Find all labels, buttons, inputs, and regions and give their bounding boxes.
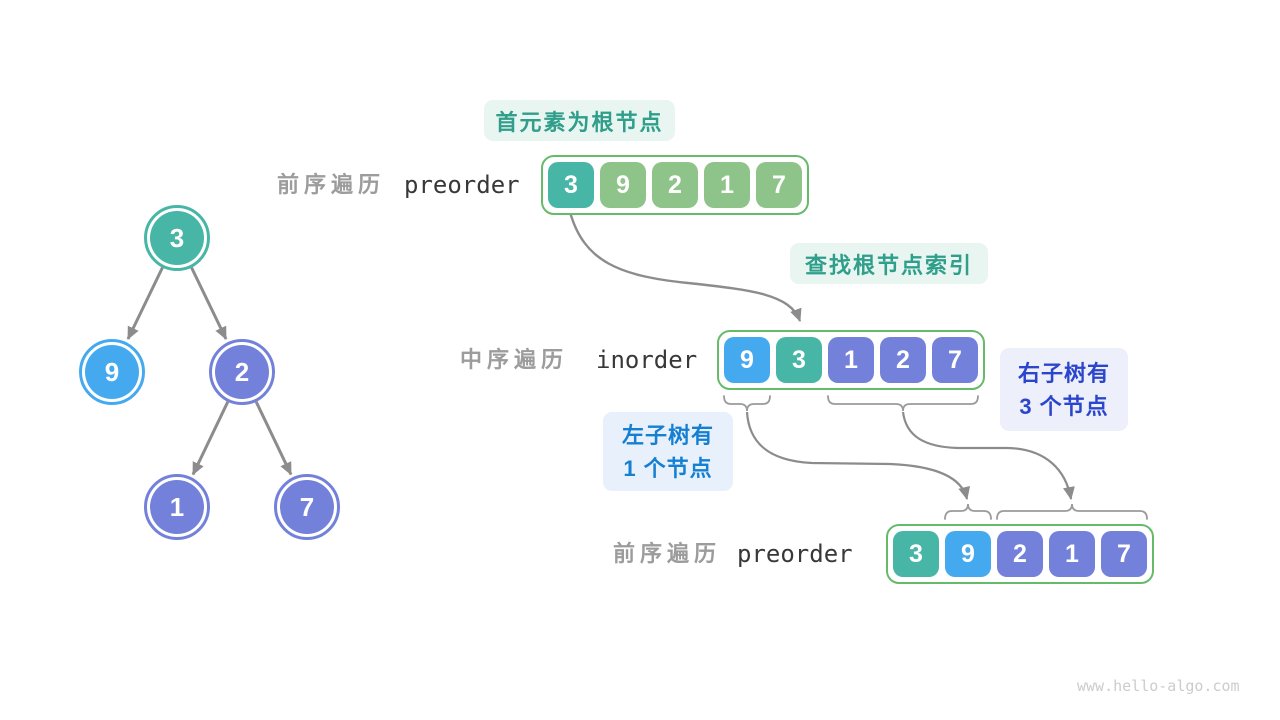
- badge-root-hint: 首元素为根节点: [484, 100, 675, 141]
- brace-inorder-left-subtree: [723, 395, 771, 412]
- row-label-preorder-top-en: preorder: [404, 171, 520, 199]
- badge-find-root-index: 查找根节点索引: [790, 243, 988, 284]
- array-inorder: 9 3 1 2 7: [717, 330, 985, 390]
- array-cell: 9: [600, 162, 646, 208]
- tree-edge-2-7: [254, 401, 293, 476]
- row-label-inorder-zh: 中序遍历: [460, 347, 569, 372]
- brace-inorder-right-subtree: [827, 395, 979, 412]
- array-cell: 1: [1049, 531, 1095, 577]
- array-cell: 1: [704, 162, 750, 208]
- array-cell: 1: [828, 337, 874, 383]
- brace-preorder-left-subtree: [944, 503, 992, 520]
- array-preorder-bottom: 3 9 2 1 7: [886, 524, 1154, 584]
- badge-right-subtree-line1: 右子树有: [1017, 360, 1110, 386]
- tree-node-right-child: 2: [209, 339, 275, 405]
- array-cell: 7: [932, 337, 978, 383]
- row-label-inorder-en: inorder: [596, 346, 698, 374]
- badge-right-subtree-line2: 3 个节点: [1019, 393, 1109, 419]
- array-cell: 3: [548, 162, 594, 208]
- tree-node-left-child: 9: [79, 339, 145, 405]
- arrow-left-subtree-mapping: [745, 411, 971, 500]
- array-cell: 2: [997, 531, 1043, 577]
- array-cell: 3: [893, 531, 939, 577]
- brace-preorder-right-subtree: [996, 503, 1148, 520]
- array-preorder-top: 3 9 2 1 7: [541, 155, 809, 215]
- badge-right-subtree-count: 右子树有 3 个节点: [1000, 348, 1128, 431]
- arrow-preorder-root-to-inorder: [568, 211, 802, 322]
- badge-left-subtree-line1: 左子树有: [621, 422, 714, 448]
- array-cell: 2: [880, 337, 926, 383]
- array-cell: 2: [652, 162, 698, 208]
- watermark: www.hello-algo.com: [1077, 677, 1240, 695]
- row-label-preorder-bottom-en: preorder: [737, 540, 853, 568]
- tree-edge-2-1: [191, 401, 230, 476]
- row-label-preorder-bottom-zh: 前序遍历: [613, 541, 722, 566]
- array-cell: 7: [1101, 531, 1147, 577]
- array-cell: 9: [945, 531, 991, 577]
- badge-left-subtree-count: 左子树有 1 个节点: [603, 412, 733, 491]
- array-cell: 9: [724, 337, 770, 383]
- tree-edge-3-2: [190, 266, 228, 340]
- tree-node-leaf-1: 1: [144, 474, 210, 540]
- array-cell: 7: [756, 162, 802, 208]
- tree-edge-3-9: [126, 266, 164, 340]
- tree-node-leaf-7: 7: [274, 474, 340, 540]
- badge-left-subtree-line2: 1 个节点: [623, 455, 713, 481]
- row-label-preorder-top-zh: 前序遍历: [277, 172, 386, 197]
- array-cell: 3: [776, 337, 822, 383]
- tree-node-root: 3: [144, 205, 210, 271]
